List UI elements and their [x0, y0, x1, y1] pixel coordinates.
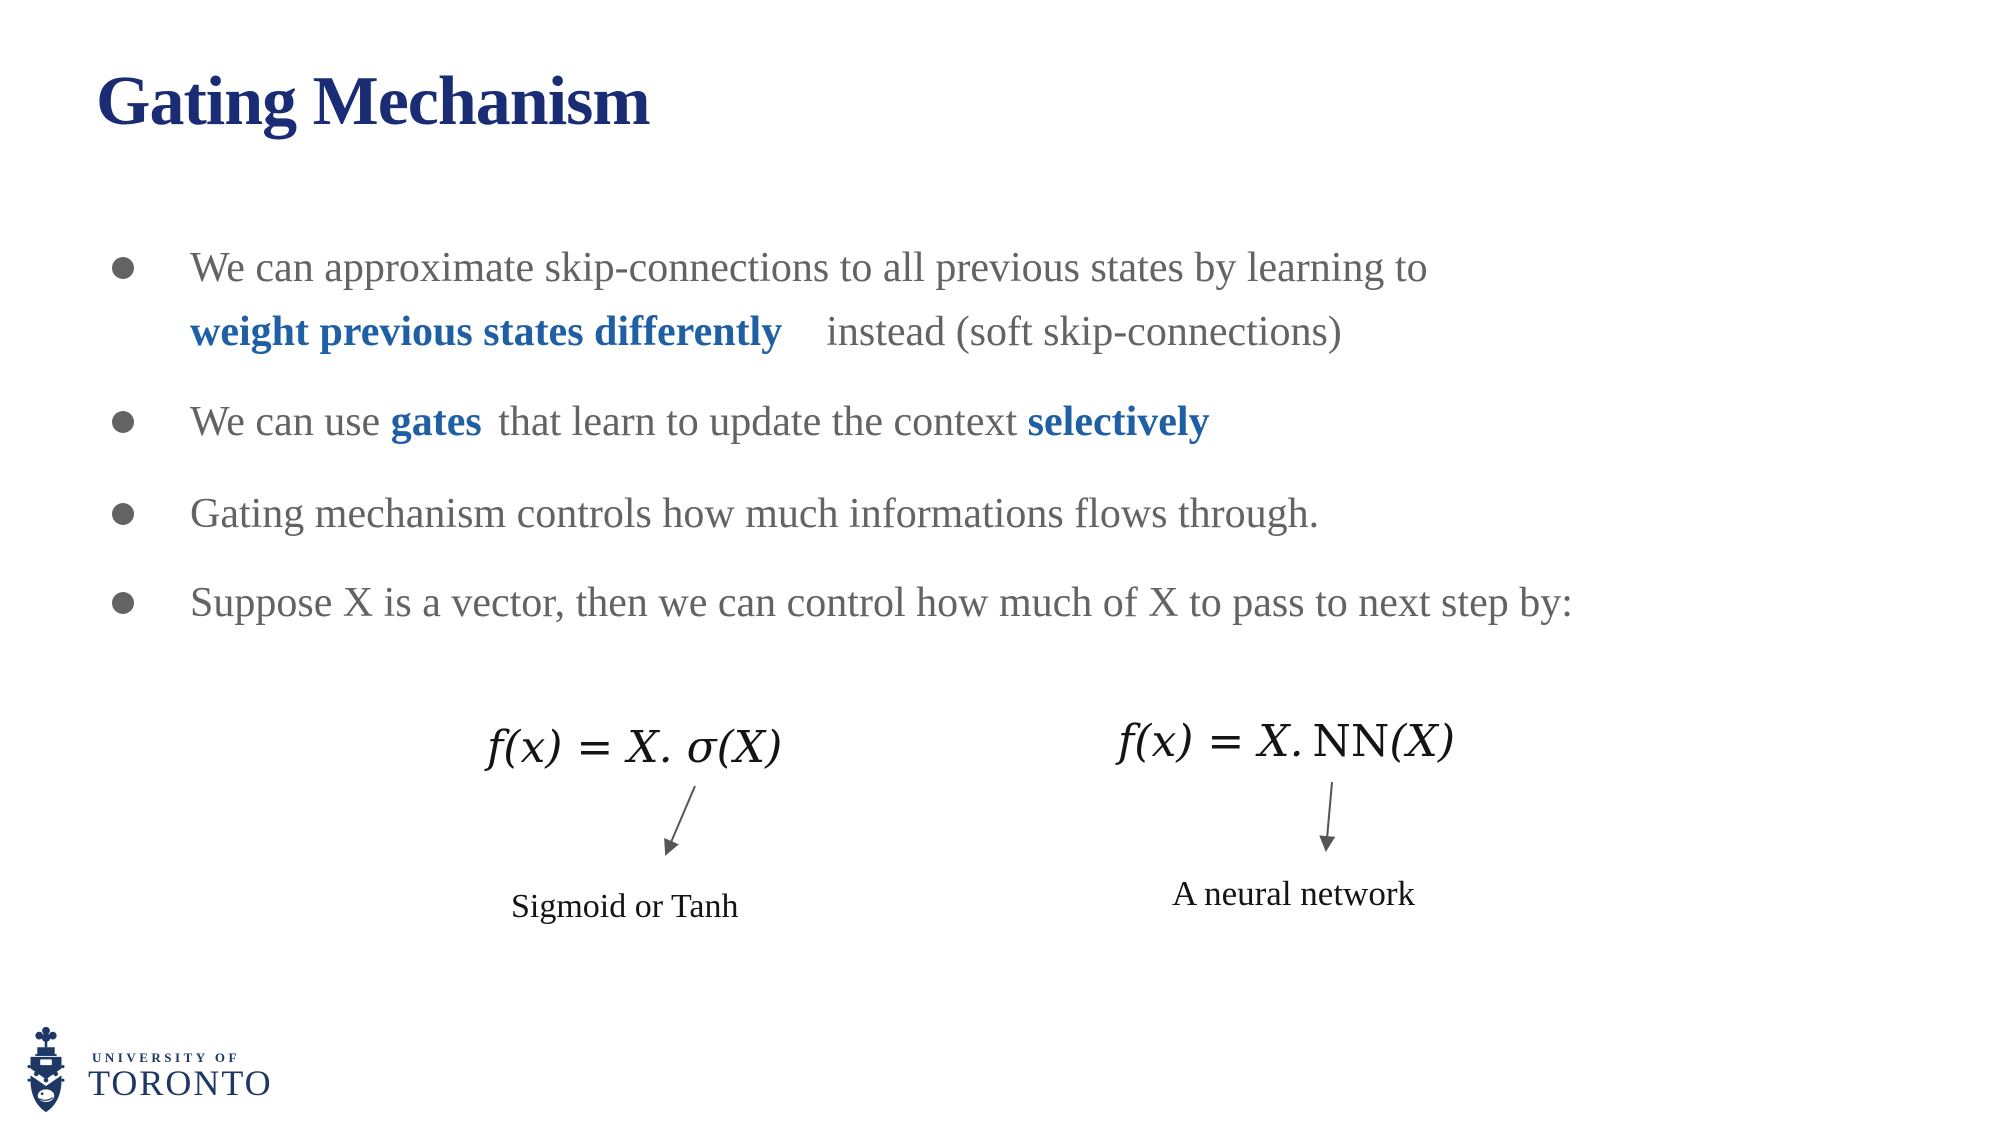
bullet2-selectively: selectively	[1027, 399, 1210, 445]
bullet1-line1: We can approximate skip-connections to a…	[190, 245, 1428, 291]
bullet-list: We can approximate skip-connections to a…	[108, 236, 1838, 635]
university-of-toronto-logo: UNIVERSITY OF TORONTO	[26, 1024, 273, 1116]
bullet-text-1: We can approximate skip-connections to a…	[190, 236, 1428, 364]
bullet1-highlight: weight previous states differently	[190, 309, 783, 355]
bullet-dot	[112, 411, 134, 433]
bullet-text-4: Suppose X is a vector, then we can contr…	[190, 580, 1573, 626]
bullet-text-3: Gating mechanism controls how much infor…	[190, 491, 1320, 537]
label-a-neural-network: A neural network	[1172, 874, 1415, 913]
label-sigmoid-or-tanh: Sigmoid or Tanh	[511, 888, 739, 925]
bullet2-mid: that learn to update the context	[487, 399, 1028, 445]
bullet-dot	[112, 592, 134, 614]
bullet1-rest: instead (soft skip-connections)	[826, 309, 1342, 355]
logo-toronto: TORONTO	[88, 1063, 273, 1103]
bullet-dot	[112, 257, 134, 279]
arrow-down-left-icon	[664, 785, 696, 856]
bullet-item-4: Suppose X is a vector, then we can contr…	[108, 571, 1838, 635]
bullet2-pre: We can use	[190, 399, 391, 445]
bullet-dot	[112, 503, 134, 525]
formula-nn: f(x) = X. NN(X)	[1118, 716, 1455, 767]
formula-nn-post: (X)	[1389, 716, 1456, 767]
bullet-item-1: We can approximate skip-connections to a…	[108, 236, 1838, 364]
bullet-item-3: Gating mechanism controls how much infor…	[108, 482, 1838, 546]
formula-nn-pre: f(x) = X.	[1118, 716, 1304, 767]
formula-nn-mid: NN	[1312, 716, 1390, 767]
logo-text: UNIVERSITY OF TORONTO	[88, 1050, 273, 1103]
bullet2-gates: gates	[390, 399, 482, 445]
logo-university-of: UNIVERSITY OF	[92, 1050, 240, 1065]
bullet-text-2: We can use gates that learn to update th…	[190, 390, 1210, 454]
arrow-down-icon	[1319, 781, 1336, 852]
uoft-crest-icon	[27, 1026, 65, 1113]
bullet-item-2: We can use gates that learn to update th…	[108, 390, 1838, 454]
slide-title: Gating Mechanism	[96, 63, 651, 140]
formula-sigmoid: f(x) = X. σ(X)	[487, 722, 783, 773]
